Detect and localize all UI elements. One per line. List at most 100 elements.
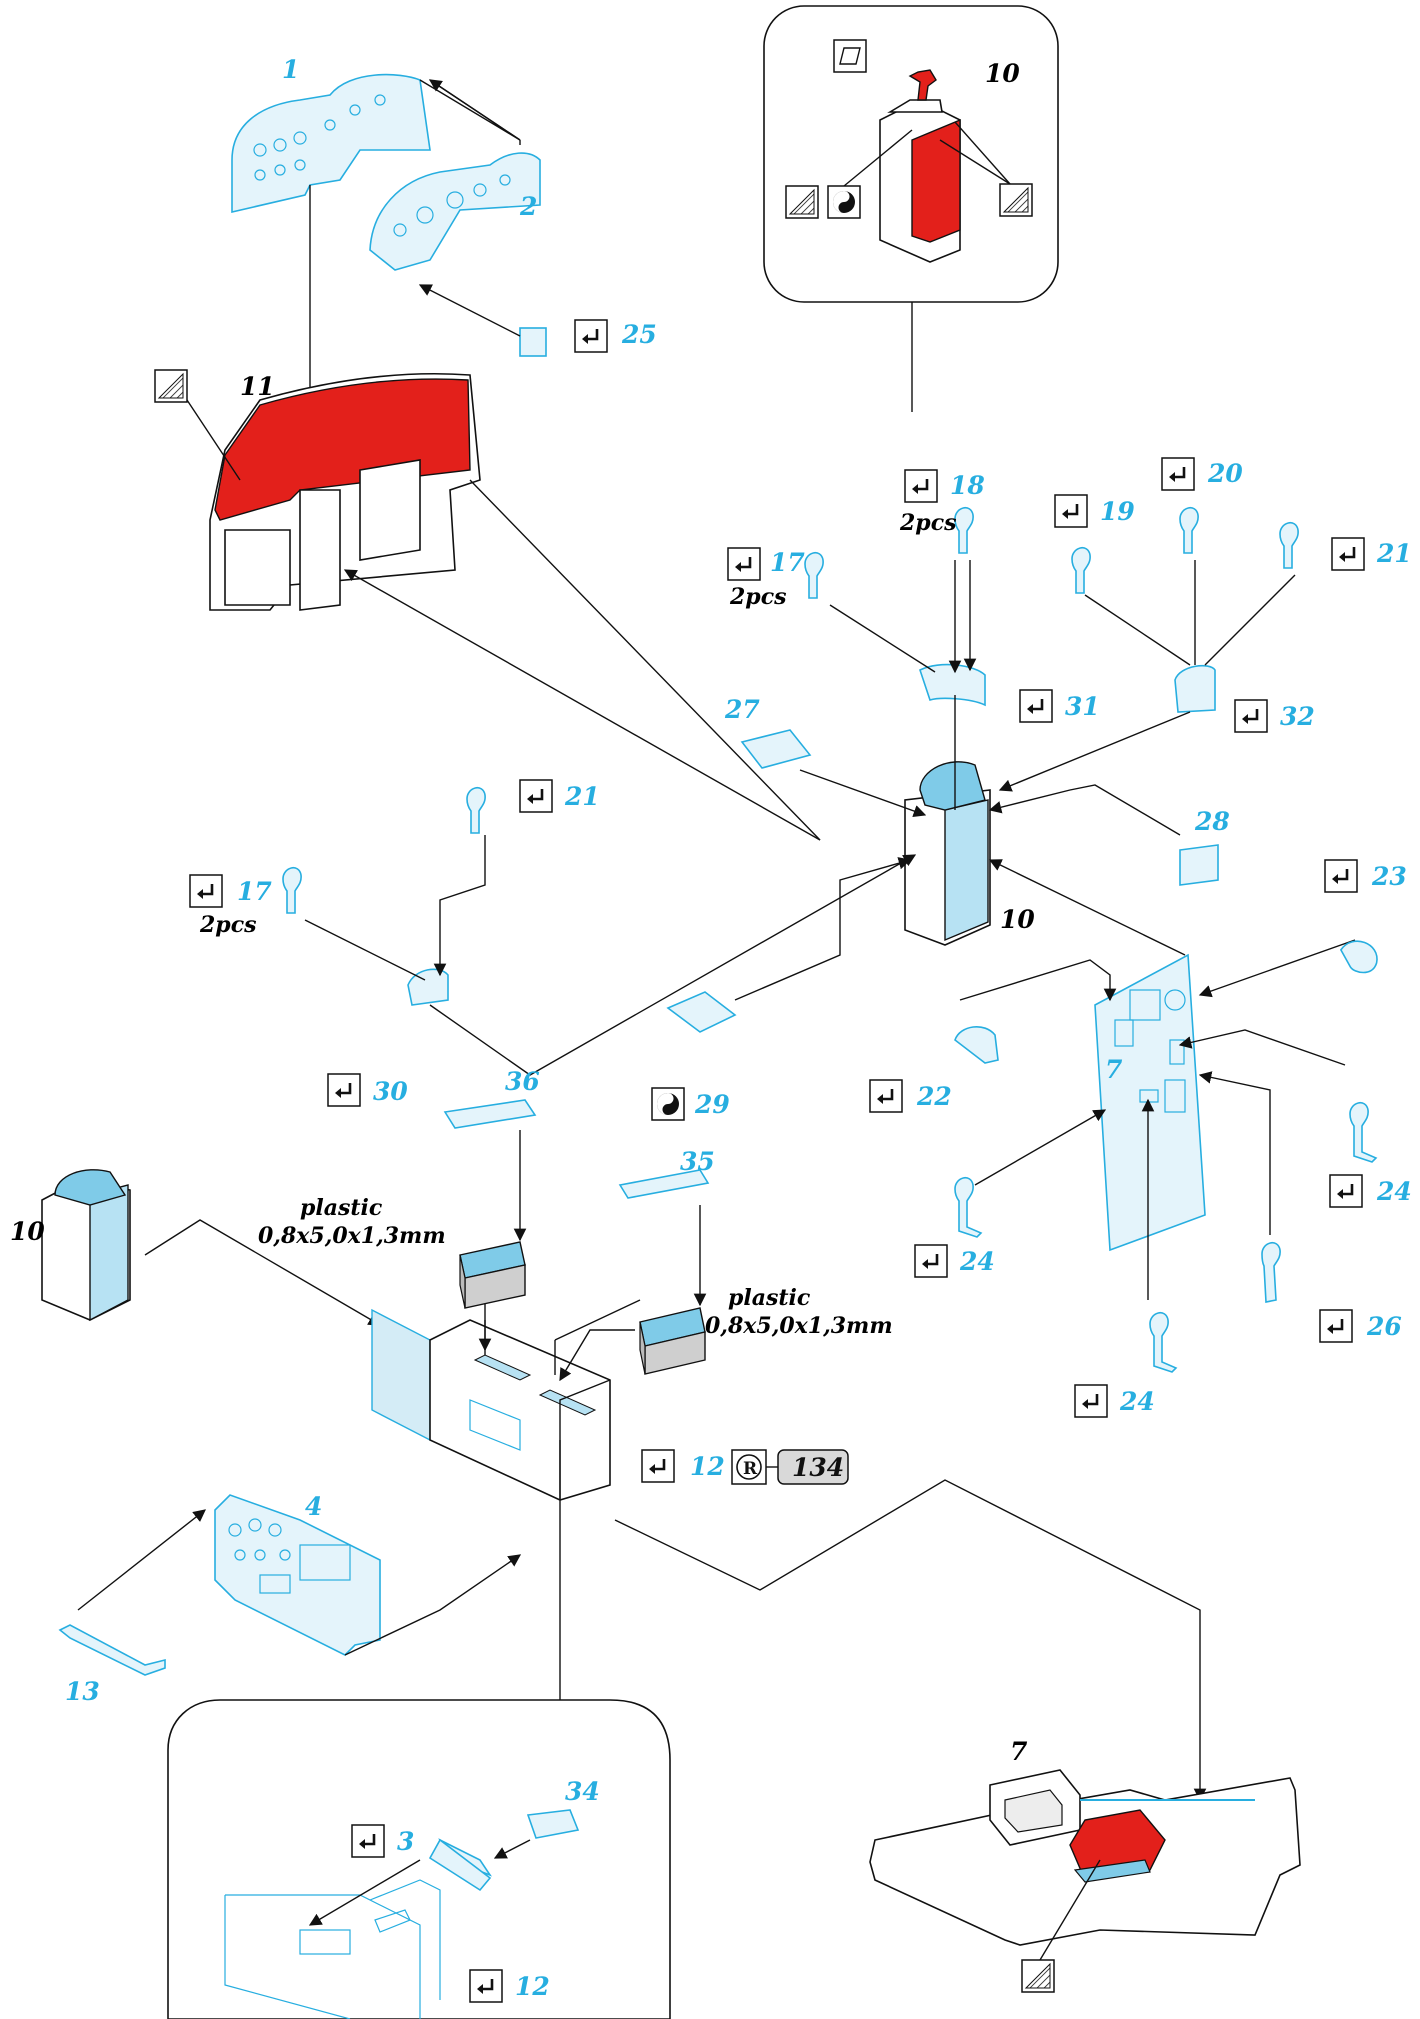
- note-plastic-size: 0,8x5,0x1,3mm: [258, 1223, 446, 1249]
- bend-arrow-icon: [1328, 1173, 1364, 1209]
- half-tone-circle-icon: [827, 185, 861, 219]
- console-12: 12 R 134: [371, 1299, 1207, 1802]
- label-part-27: 27: [724, 695, 760, 724]
- lever-21-upper: [1279, 521, 1299, 569]
- bend-arrow-icon: [1330, 536, 1366, 572]
- bend-arrow-icon: [726, 546, 762, 582]
- label-part-17: 17: [770, 548, 805, 577]
- bend-arrow-icon: [573, 318, 609, 354]
- part-13: 13: [58, 1509, 206, 1706]
- lever-24-bottom: [1149, 1311, 1177, 1373]
- label-part-22: 22: [916, 1082, 952, 1111]
- label-part-28: 28: [1194, 807, 1230, 836]
- part-29: 29: [651, 857, 912, 1121]
- part-28: 28: [988, 784, 1230, 886]
- bend-arrow-icon: [903, 468, 939, 504]
- note-2pcs: 2pcs: [899, 510, 956, 536]
- bend-arrow-icon: [350, 1823, 386, 1859]
- label-part-10: 10: [10, 1217, 45, 1246]
- resin-ref-badge: 134: [777, 1449, 849, 1485]
- hatch-paint-icon: [1021, 1959, 1055, 1993]
- label-part-12: 12: [690, 1452, 725, 1481]
- label-part-29: 29: [694, 1090, 730, 1119]
- instrument-panel-pe-1: 1: [231, 55, 521, 452]
- control-panel-7: 7 23 22 24 24 24 26: [868, 858, 1412, 1419]
- note-plastic-size: 0,8x5,0x1,3mm: [705, 1313, 893, 1339]
- label-part-26: 26: [1366, 1312, 1402, 1341]
- bend-arrow-icon: [1053, 493, 1089, 529]
- label-part-4: 4: [305, 1492, 322, 1521]
- throttle-quadrant-10: 10: [904, 761, 1035, 946]
- label-part-34: 34: [565, 1777, 600, 1806]
- label-part-10: 10: [1000, 905, 1035, 934]
- hatch-paint-icon: [785, 185, 819, 219]
- label-part-17: 17: [237, 877, 272, 906]
- lever-17-left: [282, 866, 302, 914]
- bend-arrow-icon: [518, 778, 554, 814]
- label-part-35: 35: [680, 1147, 715, 1176]
- label-part-11: 11: [240, 372, 275, 401]
- label-part-21: 21: [1376, 539, 1412, 568]
- part-36: 36 plastic 0,8x5,0x1,3mm: [258, 1067, 540, 1355]
- lever-17-upper: [804, 551, 824, 599]
- bend-arrow-icon: [326, 1072, 362, 1108]
- note-plastic: plastic: [728, 1285, 811, 1311]
- inset-top-box: 10: [763, 5, 1059, 412]
- throttle-quadrant-10-copy: 10: [10, 1169, 382, 1326]
- label-part-7: 7: [1010, 1737, 1028, 1766]
- bend-arrow-icon: [1018, 688, 1054, 724]
- label-part-24: 24: [959, 1247, 995, 1276]
- label-part-25: 25: [621, 320, 657, 349]
- hatch-paint-icon: [999, 183, 1033, 217]
- label-part-36: 36: [505, 1067, 540, 1096]
- note-2pcs: 2pcs: [729, 584, 786, 610]
- label-part-30: 30: [373, 1077, 408, 1106]
- bend-arrow-icon: [188, 873, 224, 909]
- label-part-21: 21: [564, 782, 600, 811]
- lever-group-30: 21 17 2pcs 30: [188, 778, 917, 1108]
- lever-18: [954, 506, 974, 554]
- label-part-19: 19: [1100, 497, 1135, 526]
- bend-arrow-icon: [1160, 456, 1196, 492]
- label-part-3: 3: [397, 1827, 414, 1856]
- lever-26: [1261, 1242, 1281, 1303]
- label-part-10: 10: [985, 59, 1020, 88]
- plastic-block-right: [639, 1307, 706, 1375]
- bend-arrow-icon: [1318, 1308, 1354, 1344]
- lever-24-right: [1349, 1101, 1377, 1163]
- lever-19: [1071, 546, 1091, 594]
- inset-bottom-box: 3 34 12: [167, 1699, 671, 2019]
- label-part-24: 24: [1376, 1177, 1412, 1206]
- clear-icon: [833, 39, 867, 73]
- label-part-18: 18: [950, 471, 985, 500]
- bend-arrow-icon: [913, 1243, 949, 1279]
- svg-text:R: R: [743, 1459, 758, 1479]
- lever-24-left: [954, 1176, 982, 1238]
- note-2pcs: 2pcs: [199, 912, 256, 938]
- cockpit-floor-7: 7: [869, 1737, 1301, 1993]
- lever-21-left: [466, 786, 486, 834]
- lever-group-31: 18 2pcs 17 2pcs 31: [726, 468, 1100, 810]
- bend-arrow-icon: [868, 1078, 904, 1114]
- lever-20: [1179, 506, 1199, 554]
- instrument-panel-pe-2: 2 25: [369, 140, 657, 357]
- label-part-1: 1: [282, 55, 299, 84]
- label-part-12: 12: [515, 1972, 550, 2001]
- part-35: 35 plastic 0,8x5,0x1,3mm: [559, 1147, 893, 1382]
- label-part-23: 23: [1371, 862, 1407, 891]
- label-part-31: 31: [1065, 692, 1100, 721]
- registered-r-icon: R: [731, 1449, 767, 1485]
- cockpit-panel-11: 11: [154, 369, 821, 841]
- label-part-20: 20: [1207, 459, 1243, 488]
- throttle-box-red: [879, 69, 961, 263]
- label-part-2: 2: [519, 192, 537, 221]
- label-ref-134: 134: [792, 1453, 844, 1482]
- plastic-block-left: [459, 1241, 526, 1309]
- bend-arrow-icon: [1323, 858, 1359, 894]
- hatch-paint-icon: [154, 369, 188, 403]
- instrument-panel-pe-4: 4: [214, 1492, 522, 1656]
- part-27: 27: [724, 695, 927, 818]
- bend-arrow-icon: [468, 1968, 504, 2004]
- half-tone-circle-icon: [651, 1087, 685, 1121]
